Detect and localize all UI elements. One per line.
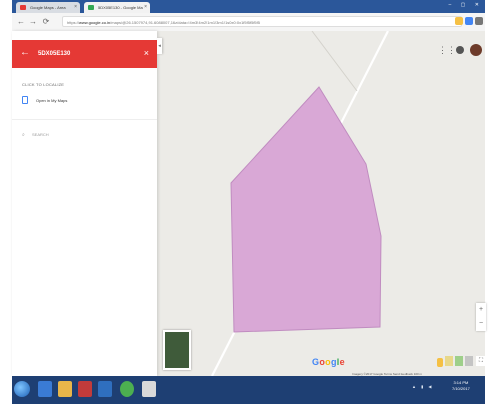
- panel-header: ← 5DX05E130 ×: [12, 40, 157, 68]
- pegman-icon[interactable]: [437, 358, 443, 367]
- search-link[interactable]: SEARCH: [32, 132, 49, 137]
- track-line: [311, 31, 358, 92]
- map-svg: [211, 31, 389, 376]
- folder-taskbar-icon[interactable]: [58, 381, 72, 397]
- browser-tab-2[interactable]: 5DX05E130 - Google Ma ×: [84, 2, 150, 13]
- close-icon[interactable]: ×: [143, 48, 149, 58]
- google-logo: Google: [312, 357, 345, 367]
- side-panel: ← 5DX05E130 × CLICK TO LOCALIZE Open in …: [12, 31, 157, 376]
- apps-grid-icon[interactable]: ⋮⋮: [438, 45, 456, 55]
- extension-icon[interactable]: [465, 17, 473, 25]
- layer-thumb-1[interactable]: [445, 356, 453, 366]
- address-bar: ← → ⟳ https://www.google.co.in/maps/@26.…: [12, 13, 485, 32]
- url-path: /maps/@26.1507974,91.6088007,16z/data=!4…: [110, 20, 260, 25]
- media-taskbar-icon[interactable]: [78, 381, 92, 397]
- map-attribution: Imagery ©2017 Google Terms Send feedback…: [352, 372, 423, 376]
- google-logo-letter: o: [325, 357, 331, 367]
- maps-favicon-icon: [88, 5, 94, 10]
- google-logo-letter: l: [336, 357, 340, 367]
- url-domain: www.google.co.in: [79, 20, 111, 25]
- layer-thumb-3[interactable]: [465, 356, 473, 366]
- google-logo-letter: G: [312, 357, 320, 367]
- window-controls[interactable]: – ▢ ✕: [448, 2, 483, 8]
- ie-taskbar-icon[interactable]: [38, 381, 52, 397]
- back-nav-icon[interactable]: ←: [17, 17, 25, 26]
- google-logo-letter: o: [319, 357, 326, 367]
- url-input[interactable]: https://www.google.co.in/maps/@26.150797…: [62, 16, 462, 27]
- app2-taskbar-icon[interactable]: [142, 381, 156, 397]
- browser-tab-bar: [12, 0, 485, 13]
- reload-icon[interactable]: ⟳: [42, 17, 50, 26]
- clock-date: 7/10/2017: [452, 386, 470, 391]
- layer-thumb-2[interactable]: [455, 356, 463, 366]
- tab-close-icon[interactable]: ×: [74, 4, 77, 10]
- panel-title: 5DX05E130: [38, 51, 71, 57]
- avatar[interactable]: [470, 44, 482, 56]
- star-icon[interactable]: [455, 17, 463, 25]
- app-taskbar-icon[interactable]: [98, 381, 112, 397]
- url-prefix: https://: [67, 20, 80, 25]
- taskbar-clock[interactable]: 3:14 PM 7/10/2017: [452, 380, 470, 392]
- document-icon: [22, 96, 28, 104]
- menu-icon[interactable]: [475, 17, 483, 25]
- zoom-out-icon[interactable]: −: [478, 320, 484, 327]
- back-arrow-icon[interactable]: ←: [20, 47, 30, 58]
- google-logo-letter: g: [330, 357, 337, 367]
- tab-favicon-icon: [20, 5, 26, 10]
- zoom-control[interactable]: + −: [476, 303, 486, 331]
- google-logo-letter: e: [339, 357, 345, 367]
- start-button[interactable]: [14, 381, 30, 397]
- search-icon[interactable]: ⌕: [22, 132, 25, 138]
- collapse-panel-button[interactable]: ◂: [157, 38, 162, 54]
- panel-subtitle: CLICK TO LOCALIZE: [22, 82, 65, 87]
- tab-label: Google Maps - Area: [30, 5, 66, 10]
- browser-tab-1[interactable]: Google Maps - Area ×: [16, 2, 80, 13]
- notification-icon[interactable]: [456, 46, 464, 54]
- area-polygon[interactable]: [230, 86, 382, 333]
- satellite-toggle[interactable]: [163, 330, 191, 370]
- clock-time: 3:14 PM: [453, 380, 469, 385]
- panel-divider: [12, 119, 157, 120]
- zoom-in-icon[interactable]: +: [478, 306, 484, 313]
- tab-close-icon[interactable]: ×: [144, 4, 147, 10]
- system-tray[interactable]: ▲ ▮ ◀: [412, 384, 434, 389]
- chrome-taskbar-icon[interactable]: [120, 381, 134, 397]
- open-in-my-maps-link[interactable]: Open in My Maps: [36, 98, 68, 103]
- tab-label: 5DX05E130 - Google Ma: [98, 5, 143, 10]
- fullscreen-icon[interactable]: ⛶: [476, 356, 486, 366]
- forward-nav-icon[interactable]: →: [29, 17, 37, 26]
